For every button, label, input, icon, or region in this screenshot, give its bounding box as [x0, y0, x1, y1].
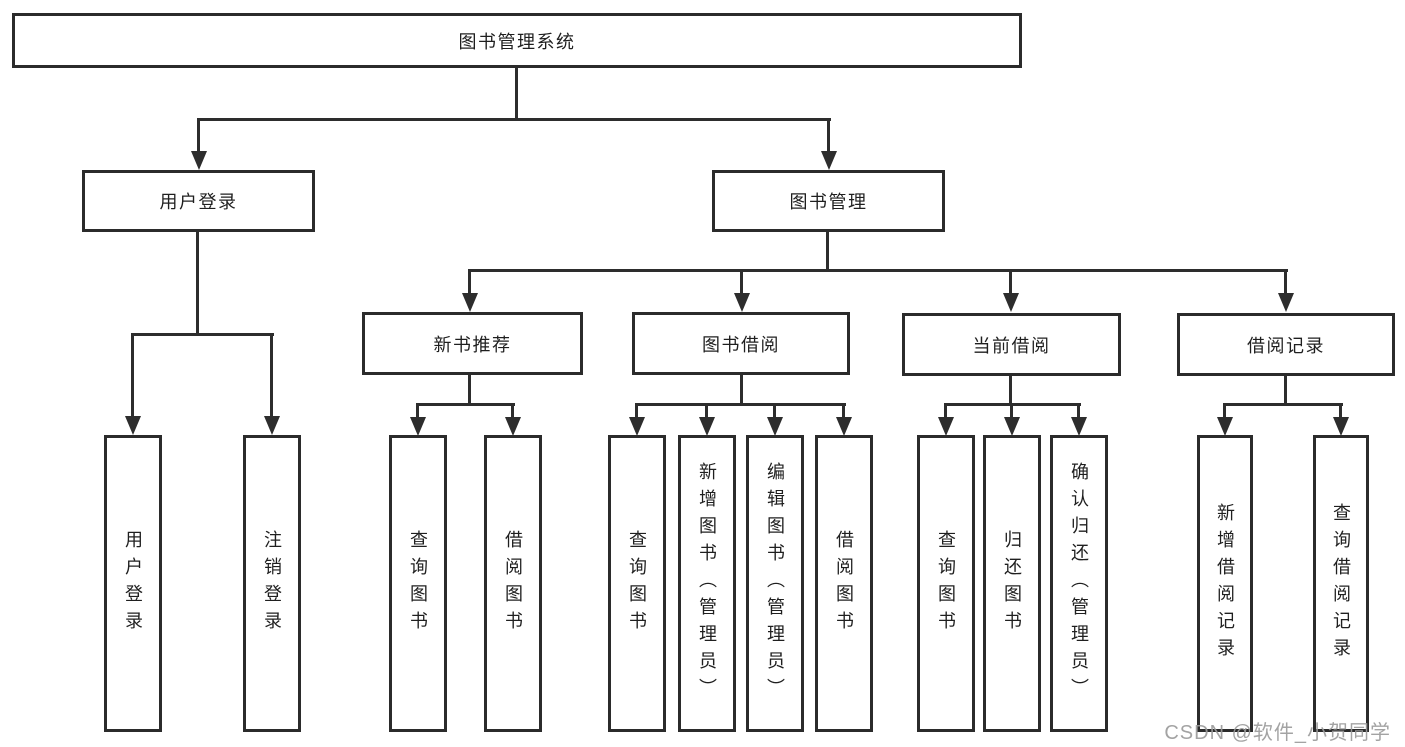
arrowhead-leaf — [629, 417, 645, 436]
connector-borrow-record-split — [1223, 403, 1343, 406]
node-borrow-record-label: 借阅记录 — [1247, 335, 1325, 356]
leaf-borrow-edit-books-admin-label: 编辑图书（管理员） — [765, 462, 785, 705]
leaf-borrow-borrow-books-label: 借阅图书 — [834, 529, 854, 638]
connector-to-leaf-logout — [270, 335, 273, 418]
arrowhead-new-book — [462, 293, 478, 312]
connector-user-login-split — [131, 333, 274, 336]
node-root: 图书管理系统 — [12, 13, 1022, 68]
node-book-borrow-label: 图书借阅 — [702, 334, 780, 355]
connector-book-management-split — [468, 269, 1288, 272]
connector-leaf-stub — [944, 405, 947, 420]
connector-to-user-login — [197, 120, 200, 153]
node-user-login: 用户登录 — [82, 170, 315, 232]
connector-book-borrow-stub — [740, 375, 743, 405]
node-user-login-label: 用户登录 — [159, 192, 238, 212]
connector-leaf-stub — [416, 405, 419, 420]
watermark: CSDN @软件_小贺同学 — [1164, 722, 1391, 744]
leaf-current-query-books: 查询图书 — [917, 435, 975, 732]
arrowhead-leaf — [505, 417, 521, 436]
arrowhead-current-borrow — [1003, 293, 1019, 312]
connector-leaf-stub — [773, 405, 776, 420]
arrowhead-leaf — [1333, 417, 1349, 436]
leaf-newbook-query-books-label: 查询图书 — [408, 529, 428, 638]
connector-leaf-stub — [1339, 405, 1342, 420]
arrowhead-book-management — [821, 151, 837, 170]
connector-current-borrow-stub — [1009, 376, 1012, 405]
leaf-user-login: 用户登录 — [104, 435, 162, 732]
leaf-newbook-query-books: 查询图书 — [389, 435, 447, 732]
connector-to-book-borrow — [740, 271, 743, 295]
node-new-book-recommend: 新书推荐 — [362, 312, 583, 375]
connector-to-current-borrow — [1009, 271, 1012, 295]
arrowhead-borrow-record — [1278, 293, 1294, 312]
connector-to-book-management — [827, 120, 830, 153]
arrowhead-leaf — [1217, 417, 1233, 436]
leaf-current-return-books: 归还图书 — [983, 435, 1041, 732]
leaf-logout-login: 注销登录 — [243, 435, 301, 732]
node-current-borrow: 当前借阅 — [902, 313, 1121, 376]
connector-book-management-stub — [826, 232, 829, 271]
arrowhead-leaf-user-login — [125, 416, 141, 435]
leaf-record-add-borrow-record-label: 新增借阅记录 — [1215, 502, 1235, 665]
connector-new-book-split — [416, 403, 515, 406]
leaf-newbook-borrow-books: 借阅图书 — [484, 435, 542, 732]
connector-leaf-stub — [1223, 405, 1226, 420]
arrowhead-user-login — [191, 151, 207, 170]
connector-to-leaf-user-login — [131, 335, 134, 418]
node-current-borrow-label: 当前借阅 — [972, 335, 1051, 356]
node-root-label: 图书管理系统 — [458, 31, 576, 52]
leaf-record-query-borrow-record-label: 查询借阅记录 — [1331, 502, 1351, 665]
leaf-borrow-query-books: 查询图书 — [608, 435, 666, 732]
leaf-record-query-borrow-record: 查询借阅记录 — [1313, 435, 1369, 732]
leaf-logout-login-label: 注销登录 — [262, 529, 282, 638]
leaf-borrow-query-books-label: 查询图书 — [627, 529, 647, 638]
connector-borrow-record-stub — [1284, 376, 1287, 405]
connector-leaf-stub — [635, 405, 638, 420]
connector-user-login-stub — [196, 232, 199, 335]
arrowhead-leaf — [836, 417, 852, 436]
leaf-current-confirm-return-admin-label: 确认归还（管理员） — [1069, 462, 1089, 705]
leaf-record-add-borrow-record: 新增借阅记录 — [1197, 435, 1253, 732]
connector-to-borrow-record — [1284, 271, 1287, 295]
arrowhead-leaf — [938, 417, 954, 436]
connector-leaf-stub — [1077, 405, 1080, 420]
arrowhead-leaf — [410, 417, 426, 436]
node-borrow-record: 借阅记录 — [1177, 313, 1395, 376]
arrowhead-leaf — [1004, 417, 1020, 436]
connector-book-borrow-split — [635, 403, 846, 406]
connector-leaf-stub — [511, 405, 514, 420]
connector-leaf-stub — [705, 405, 708, 420]
connector-leaf-stub — [1010, 405, 1013, 420]
leaf-borrow-borrow-books: 借阅图书 — [815, 435, 873, 732]
leaf-borrow-add-books-admin-label: 新增图书（管理员） — [697, 462, 717, 705]
connector-to-new-book — [468, 271, 471, 295]
arrowhead-leaf — [1071, 417, 1087, 436]
arrowhead-book-borrow — [734, 293, 750, 312]
leaf-user-login-label: 用户登录 — [123, 529, 143, 638]
leaf-newbook-borrow-books-label: 借阅图书 — [503, 529, 523, 638]
node-book-borrow: 图书借阅 — [632, 312, 850, 375]
connector-new-book-stub — [468, 375, 471, 405]
leaf-borrow-edit-books-admin: 编辑图书（管理员） — [746, 435, 804, 732]
node-new-book-recommend-label: 新书推荐 — [433, 334, 512, 355]
arrowhead-leaf — [767, 417, 783, 436]
node-book-management-label: 图书管理 — [789, 192, 868, 212]
leaf-borrow-add-books-admin: 新增图书（管理员） — [678, 435, 736, 732]
leaf-current-query-books-label: 查询图书 — [936, 529, 956, 638]
connector-root-stub — [515, 68, 518, 120]
arrowhead-leaf — [699, 417, 715, 436]
connector-current-borrow-split — [944, 403, 1081, 406]
connector-leaf-stub — [842, 405, 845, 420]
node-book-management: 图书管理 — [712, 170, 945, 232]
leaf-current-return-books-label: 归还图书 — [1002, 529, 1022, 638]
arrowhead-leaf-logout — [264, 416, 280, 435]
leaf-current-confirm-return-admin: 确认归还（管理员） — [1050, 435, 1108, 732]
connector-root-split — [197, 118, 831, 121]
